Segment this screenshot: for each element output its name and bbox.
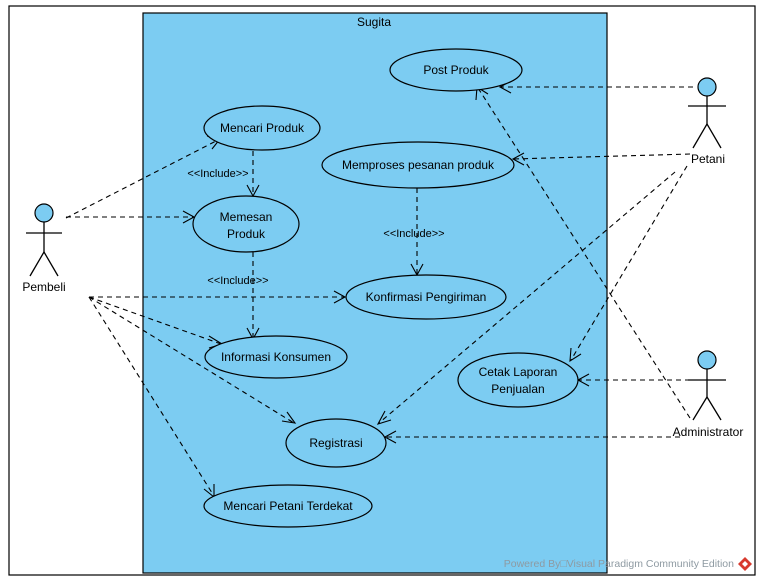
link-petani-registrasi [378, 171, 676, 424]
include-label: <<Include>> [207, 275, 268, 287]
use-case-label: Penjualan [491, 382, 544, 396]
watermark: Powered By□Visual Paradigm Community Edi… [504, 557, 752, 571]
include-label: <<Include>> [187, 168, 248, 180]
arrowhead [333, 290, 347, 304]
arrowhead [511, 152, 525, 166]
use-case-label: Memproses pesanan produk [342, 158, 495, 172]
include-label: <<Include>> [383, 228, 444, 240]
link-pembeli-mencari-petani [88, 296, 215, 497]
link-pembeli-mencari-produk [65, 139, 219, 219]
actor-head-icon [34, 203, 54, 223]
use-case-cetak-laporan[interactable]: Cetak Laporan Penjualan [457, 352, 579, 408]
actor-administrator[interactable]: Administrator [673, 350, 744, 439]
use-case-label: Produk [227, 227, 266, 241]
use-case-memproses-pesanan[interactable]: Memproses pesanan produk [321, 141, 515, 189]
use-case-konfirmasi-pengiriman[interactable]: Konfirmasi Pengiriman [345, 274, 507, 320]
link-admin-post-produk [477, 87, 691, 419]
actor-head-icon [697, 350, 717, 370]
arrowhead [376, 410, 392, 425]
arrowhead [569, 347, 582, 363]
system-title: Sugita [357, 15, 391, 29]
use-case-memesan-produk[interactable]: Memesan Produk [192, 195, 300, 253]
actor-head-icon [697, 77, 717, 97]
use-case-mencari-petani-terdekat[interactable]: Mencari Petani Terdekat [203, 484, 373, 528]
actor-pembeli[interactable]: Pembeli [22, 203, 66, 294]
link-petani-memproses [513, 153, 691, 160]
arrowhead [281, 411, 297, 424]
use-case-label: Informasi Konsumen [221, 350, 331, 364]
use-case-label: Memesan [220, 210, 273, 224]
link-petani-cetak [570, 165, 688, 361]
use-case-label: Registrasi [309, 436, 362, 450]
actor-petani[interactable]: Petani [688, 77, 726, 166]
use-case-post-produk[interactable]: Post Produk [389, 48, 523, 92]
use-case-informasi-konsumen[interactable]: Informasi Konsumen [204, 335, 348, 379]
use-case-label: Konfirmasi Pengiriman [366, 290, 487, 304]
use-case-label: Cetak Laporan [479, 365, 558, 379]
actor-label: Administrator [673, 425, 744, 439]
link-pembeli-registrasi [88, 296, 295, 424]
watermark-text: Powered By□Visual Paradigm Community Edi… [504, 558, 734, 570]
actor-label: Pembeli [22, 280, 65, 294]
use-case-mencari-produk[interactable]: Mencari Produk [203, 105, 321, 151]
use-case-label: Mencari Produk [220, 121, 305, 135]
use-case-label: Post Produk [423, 63, 489, 77]
use-case-registrasi[interactable]: Registrasi [285, 418, 387, 468]
use-case-label: Mencari Petani Terdekat [223, 499, 353, 513]
logo-inner [742, 561, 748, 567]
actor-label: Petani [691, 152, 725, 166]
